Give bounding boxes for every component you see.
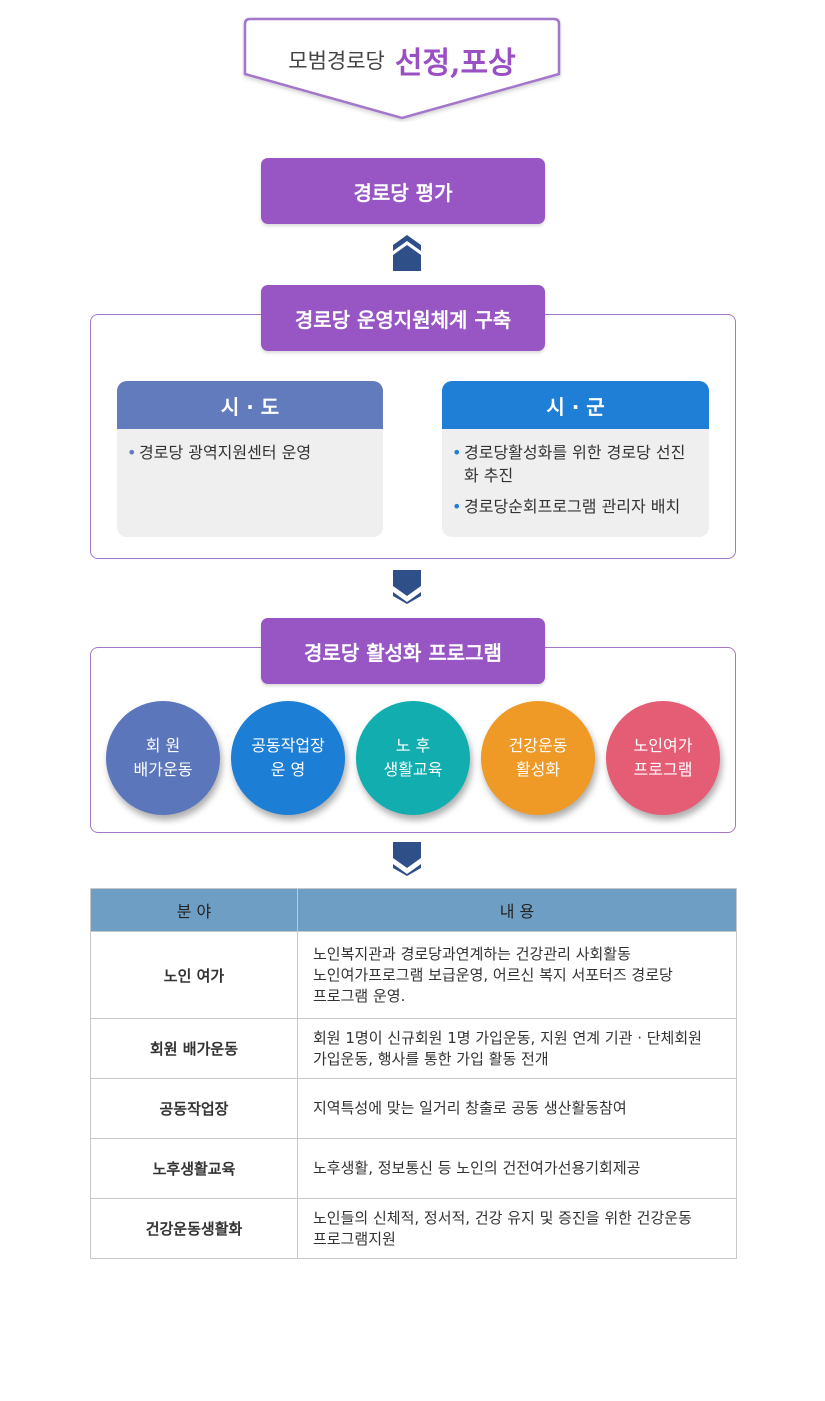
- badge-shape: [243, 17, 561, 120]
- sigun-panel-title: 시 · 군: [442, 381, 709, 429]
- evaluation-box: 경로당 평가: [261, 158, 545, 224]
- award-badge: 모범경로당 선정,포상: [242, 16, 562, 122]
- program-details-table: 분 야 내 용 노인 여가 노인복지관과 경로당과연계하는 건강관리 사회활동 …: [90, 888, 737, 1259]
- table-row: 회원 배가운동 회원 1명이 신규회원 1명 가입운동, 지원 연계 기관 · …: [90, 1018, 737, 1079]
- row-category: 노후생활교육: [90, 1138, 298, 1199]
- list-item: •경로당 광역지원센터 운영: [127, 443, 312, 462]
- sido-panel: 시 · 도 •경로당 광역지원센터 운영: [117, 381, 383, 537]
- table-row: 건강운동생활화 노인들의 신체적, 정서적, 건강 유지 및 증진을 위한 건강…: [90, 1198, 737, 1259]
- table-row: 공동작업장 지역특성에 맞는 일거리 창출로 공동 생산활동참여: [90, 1078, 737, 1139]
- badge-small-text: 모범경로당: [288, 49, 385, 73]
- circle-health-exercise: 건강운동 활성화: [481, 701, 595, 815]
- row-content: 노인복지관과 경로당과연계하는 건강관리 사회활동 노인여가프로그램 보급운영,…: [297, 931, 737, 1019]
- table-header-row: 분 야 내 용: [90, 888, 737, 932]
- bullet-icon: •: [452, 497, 462, 516]
- row-category: 회원 배가운동: [90, 1018, 298, 1079]
- row-category: 건강운동생활화: [90, 1198, 298, 1259]
- support-system-title: 경로당 운영지원체계 구축: [261, 285, 545, 351]
- bullet-icon: •: [452, 443, 462, 462]
- circle-joint-workshop: 공동작업장 운 영: [231, 701, 345, 815]
- circle-membership-drive: 회 원 배가운동: [106, 701, 220, 815]
- list-item: •경로당활성화를 위한 경로당 선진화 추진: [452, 443, 686, 485]
- row-content: 지역특성에 맞는 일거리 창출로 공동 생산활동참여: [297, 1078, 737, 1139]
- header-category: 분 야: [90, 888, 298, 932]
- program-title: 경로당 활성화 프로그램: [261, 618, 545, 684]
- chevron-up-icon: [393, 235, 421, 271]
- row-content: 노인들의 신체적, 정서적, 건강 유지 및 증진을 위한 건강운동 프로그램지…: [297, 1198, 737, 1259]
- table-row: 노인 여가 노인복지관과 경로당과연계하는 건강관리 사회활동 노인여가프로그램…: [90, 931, 737, 1019]
- header-content: 내 용: [297, 888, 737, 932]
- sigun-item-list: •경로당활성화를 위한 경로당 선진화 추진 •경로당순회프로그램 관리자 배치: [442, 429, 709, 518]
- table-row: 노후생활교육 노후생활, 정보통신 등 노인의 건전여가선용기회제공: [90, 1138, 737, 1199]
- badge-text: 모범경로당 선정,포상: [242, 38, 562, 82]
- row-content: 노후생활, 정보통신 등 노인의 건전여가선용기회제공: [297, 1138, 737, 1199]
- circle-later-life-education: 노 후 생활교육: [356, 701, 470, 815]
- sido-item-list: •경로당 광역지원센터 운영: [117, 429, 383, 464]
- sigun-panel: 시 · 군 •경로당활성화를 위한 경로당 선진화 추진 •경로당순회프로그램 …: [442, 381, 709, 537]
- chevron-down-icon: [393, 570, 421, 604]
- sido-panel-title: 시 · 도: [117, 381, 383, 429]
- row-category: 공동작업장: [90, 1078, 298, 1139]
- row-category: 노인 여가: [90, 931, 298, 1019]
- list-item: •경로당순회프로그램 관리자 배치: [452, 497, 681, 516]
- bullet-icon: •: [127, 443, 137, 462]
- row-content: 회원 1명이 신규회원 1명 가입운동, 지원 연계 기관 · 단체회원 가입운…: [297, 1018, 737, 1079]
- badge-big-text: 선정,포상: [394, 46, 516, 81]
- chevron-down-icon: [393, 842, 421, 876]
- circle-leisure-program: 노인여가 프로그램: [606, 701, 720, 815]
